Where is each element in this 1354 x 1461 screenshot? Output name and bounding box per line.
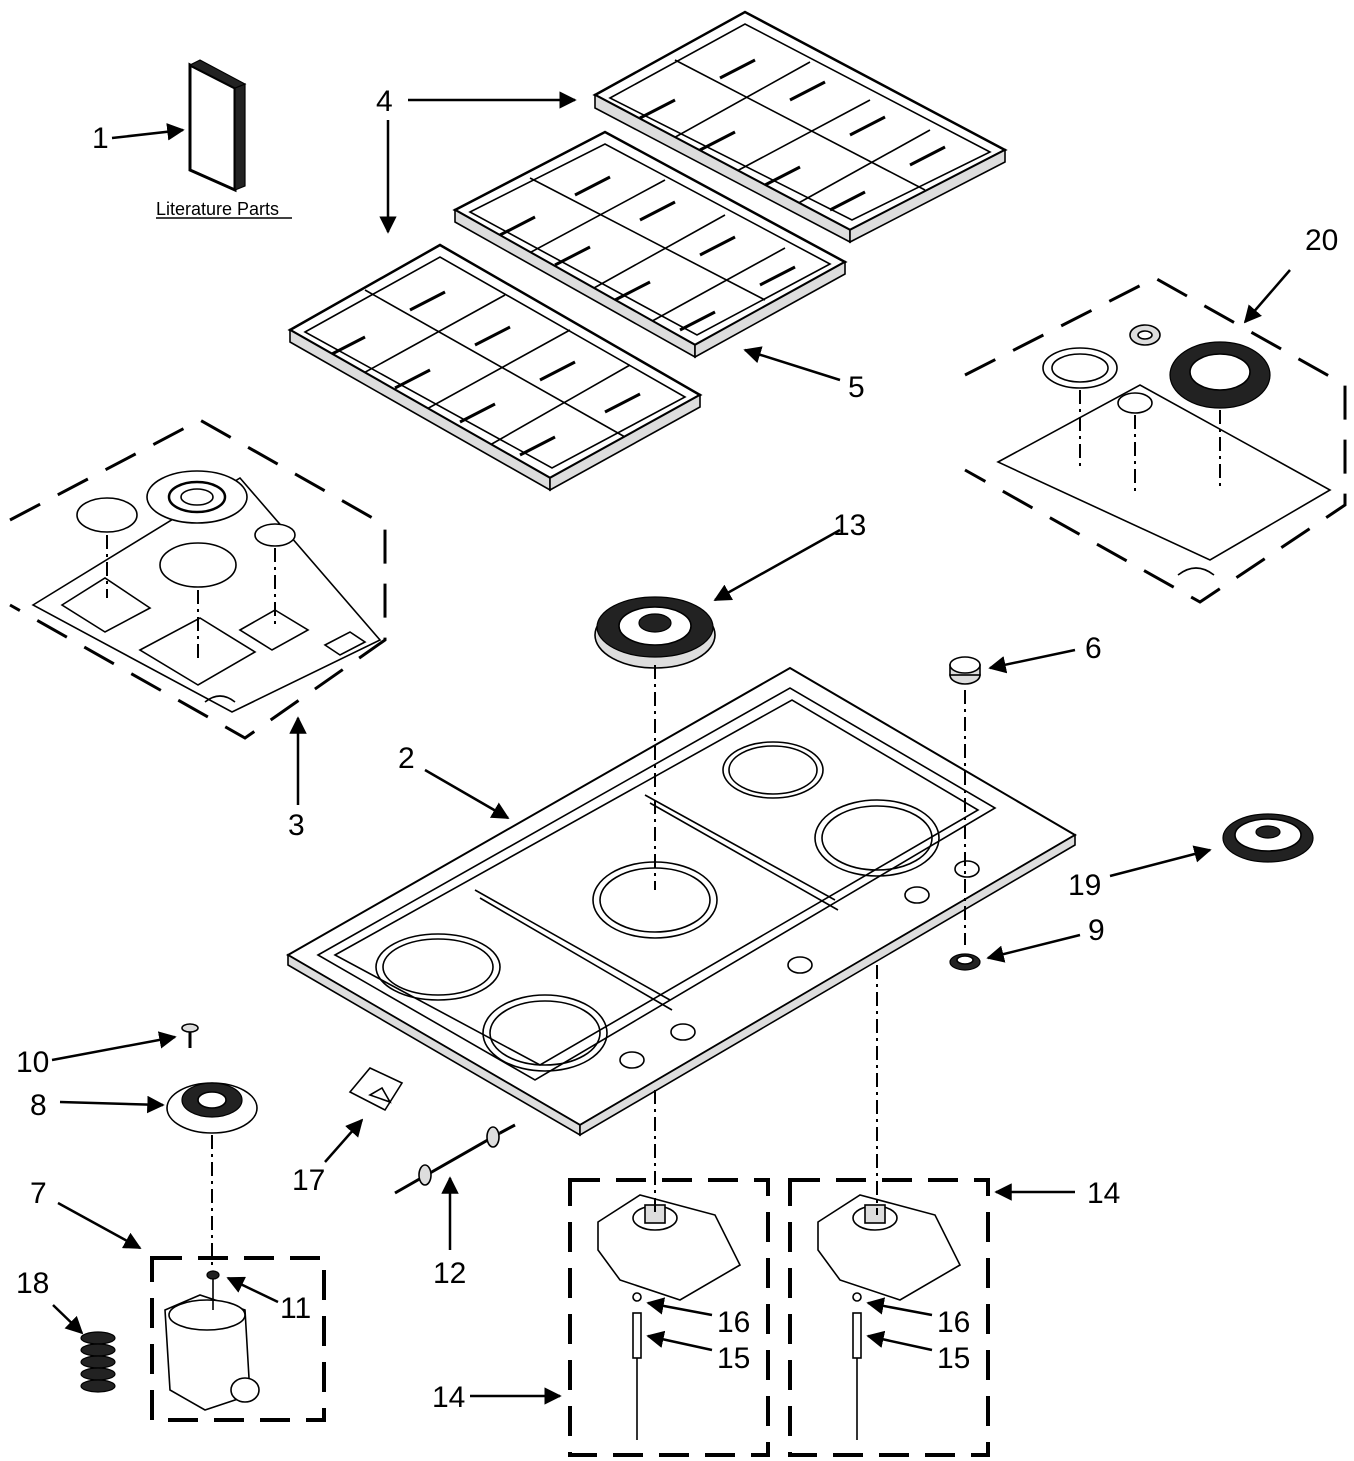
valve-assembly-left [597, 1194, 742, 1440]
callout-13: 13 [833, 509, 866, 542]
callout-17: 17 [292, 1164, 325, 1197]
literature-booklet [156, 59, 292, 219]
callout-4: 4 [376, 85, 393, 118]
literature-parts-label: Literature Parts [156, 199, 279, 219]
callout-12: 12 [433, 1257, 466, 1290]
electrode-part-12 [394, 1123, 516, 1195]
callout-16b: 16 [937, 1306, 970, 1339]
valve-body-part-7 [164, 1294, 260, 1411]
callout-20: 20 [1305, 224, 1338, 257]
screw-part-10 [181, 1023, 199, 1048]
grommet-part-9 [949, 953, 981, 971]
callout-5: 5 [848, 371, 865, 404]
burner-part-8 [166, 1082, 258, 1134]
callout-19: 19 [1068, 869, 1101, 902]
valve-kit-box-right [788, 1178, 990, 1457]
callout-6: 6 [1085, 632, 1102, 665]
grate-rear [592, 10, 1008, 244]
burner-base-part-19 [1222, 813, 1314, 863]
callout-16a: 16 [717, 1306, 750, 1339]
valve-kit-box-left [568, 1178, 770, 1457]
callout-10: 10 [16, 1046, 49, 1079]
callout-2: 2 [398, 742, 415, 775]
callout-7: 7 [30, 1177, 47, 1210]
callout-15a: 15 [717, 1342, 750, 1375]
callout-labels: 1 2 3 4 5 6 7 8 9 10 11 12 13 14 14 15 1… [16, 85, 1338, 1414]
orifice-part-11 [206, 1270, 220, 1310]
grate-front [287, 243, 703, 492]
valve-kit-box [150, 1256, 326, 1422]
callout-18: 18 [16, 1267, 49, 1300]
callout-9: 9 [1088, 914, 1105, 947]
callout-3: 3 [288, 809, 305, 842]
callout-14a: 14 [1087, 1177, 1120, 1210]
grate-middle [452, 130, 848, 359]
knob-part-6 [949, 656, 981, 685]
burner-cap-kit-left [9, 418, 387, 740]
callout-1: 1 [92, 122, 109, 155]
clip-part-17 [348, 1067, 404, 1112]
callout-8: 8 [30, 1089, 47, 1122]
cooktop-part-2 [285, 666, 1077, 1137]
spring-part-18 [80, 1331, 116, 1393]
callout-11: 11 [280, 1292, 311, 1325]
callout-15b: 15 [937, 1342, 970, 1375]
large-burner-part-13 [594, 596, 716, 669]
burner-cap-kit-right [964, 276, 1347, 604]
valve-assembly-right [817, 1194, 962, 1440]
leader-arrows [51, 91, 1291, 1405]
callout-14b: 14 [432, 1381, 465, 1414]
